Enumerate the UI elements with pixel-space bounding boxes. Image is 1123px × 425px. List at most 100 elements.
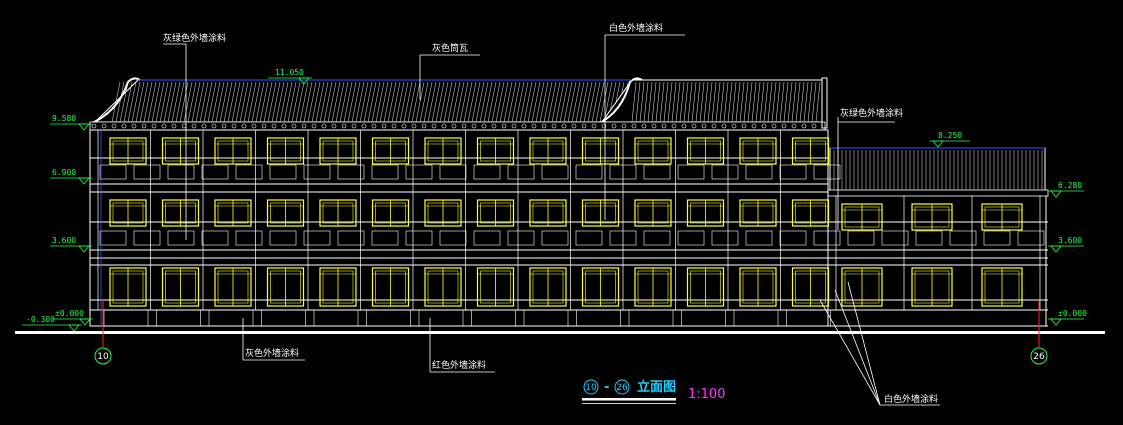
plinth <box>628 309 674 327</box>
balustrade-panel <box>711 230 739 246</box>
roof-tile-line <box>327 81 337 123</box>
roof-tile-line <box>279 81 289 123</box>
roof-tile-line <box>639 81 645 123</box>
roof-tile-line <box>575 81 585 123</box>
roof-tile-line <box>315 81 325 123</box>
title-axis-to: 26 <box>616 383 628 393</box>
roof-tile-line <box>451 81 461 123</box>
roof-tile-line <box>175 81 185 123</box>
roof-tile-line <box>551 81 561 123</box>
roof-tile-line <box>787 81 793 123</box>
balustrade-panel <box>1017 230 1045 246</box>
eave-tile-end <box>191 123 197 129</box>
eave-tile-end <box>611 123 617 129</box>
eave-tile-end <box>241 123 247 129</box>
eave-tile-end <box>291 123 297 129</box>
window <box>214 267 252 307</box>
roof-tile-line <box>399 81 409 123</box>
windows <box>109 137 1023 307</box>
roof-tile-line <box>495 81 505 123</box>
roof-tile-line <box>355 81 365 123</box>
roof-tile-line <box>663 81 669 123</box>
eave-tile-end <box>301 123 307 129</box>
roof-tile-line <box>255 81 265 123</box>
plinth <box>786 309 831 327</box>
roof-tile-line <box>647 81 653 123</box>
roof-tile-line <box>207 81 217 123</box>
roof-tile-line <box>179 81 189 123</box>
eave-tile-end <box>231 123 237 129</box>
eave-tile-end <box>781 123 787 129</box>
roof-tile-line <box>591 81 601 123</box>
roof-tile-line <box>815 81 821 123</box>
eave-tile-end <box>251 123 257 129</box>
roof-tile-line <box>271 81 281 123</box>
plinth <box>156 309 201 327</box>
roof-tile-line <box>491 81 501 123</box>
main-roof-outline <box>93 79 633 123</box>
level-right-ridge: 8.250 <box>938 131 962 140</box>
roof-tile-line <box>323 81 333 123</box>
eave-tile-end <box>561 123 567 129</box>
roof-tile-line <box>455 81 465 123</box>
balustrade-panel <box>779 230 807 246</box>
roof-tile-line <box>771 81 777 123</box>
roof-tile-line <box>507 81 517 123</box>
balustrade-panel <box>303 230 331 246</box>
balustrade-panel <box>575 164 603 180</box>
roof-tile-line <box>715 81 721 123</box>
eave-tile-end <box>311 123 317 129</box>
roof-tile-line <box>471 81 481 123</box>
main-roof <box>89 77 828 131</box>
window <box>791 267 830 307</box>
axis-10-label: 10 <box>97 352 109 362</box>
window <box>529 267 567 307</box>
leader-lines <box>163 34 940 406</box>
roof-tile-line <box>359 81 369 123</box>
roof-tile-line <box>215 81 225 123</box>
plinth <box>103 309 149 327</box>
window <box>686 137 725 165</box>
roof-tile-line <box>423 81 433 123</box>
window <box>634 137 672 165</box>
roof-tile-line <box>303 81 313 123</box>
roof-tile-line <box>259 81 269 123</box>
window <box>214 199 252 227</box>
roof-tile-line <box>139 81 149 123</box>
label-grey-tile: 灰色筒瓦 <box>432 42 468 54</box>
roof-tile-line <box>783 81 789 123</box>
roof-tile-line <box>167 81 177 123</box>
level-left-eave: 9.580 <box>52 114 76 123</box>
roof-tile-line <box>651 81 657 123</box>
roof-tile-line <box>123 81 133 123</box>
window <box>791 137 830 165</box>
window <box>476 267 515 307</box>
roof-tile-line <box>247 81 257 123</box>
window <box>791 199 830 227</box>
balustrade-panel <box>371 230 399 246</box>
roof-tile-line <box>347 81 357 123</box>
label-grey-wall-bottom: 灰色外墙涂料 <box>245 347 299 359</box>
window <box>161 267 200 307</box>
balustrade-panel <box>439 230 467 246</box>
roof-tile-line <box>503 81 513 123</box>
roof-tile-line <box>283 81 293 123</box>
eave-tile-end <box>161 123 167 129</box>
roof-tile-line <box>267 81 277 123</box>
roof-tile-line <box>391 81 401 123</box>
roof-tile-line <box>691 81 697 123</box>
eave-tile-end <box>771 123 777 129</box>
roof-tile-line <box>483 81 493 123</box>
level-triangle <box>298 77 310 85</box>
drawing-title: 10 - 26 立面图 1:100 <box>582 379 725 404</box>
balustrade-panel <box>405 164 433 180</box>
roof-tile-line <box>419 81 429 123</box>
roof-tile-line <box>543 81 553 123</box>
level-triangle <box>68 324 80 332</box>
window <box>109 199 147 227</box>
window <box>371 137 410 165</box>
eave-tile-end <box>201 123 207 129</box>
roof-tile-line <box>811 81 817 123</box>
roof-tile-line <box>291 81 301 123</box>
